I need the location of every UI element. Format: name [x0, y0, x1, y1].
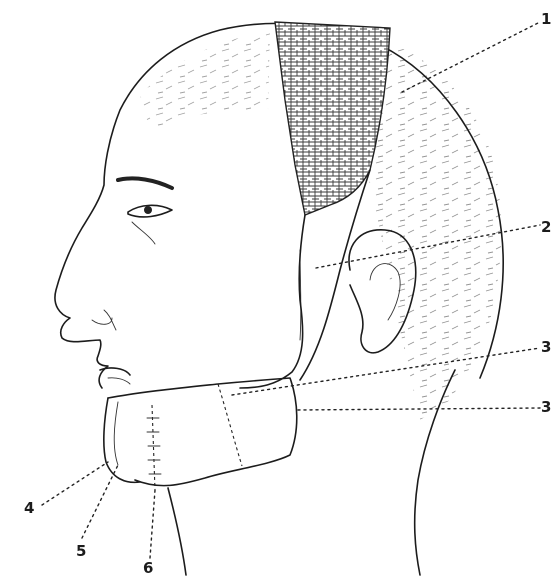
- leader-3b: [298, 408, 540, 410]
- callout-6: 6: [143, 559, 153, 577]
- callout-3a: 3: [541, 338, 551, 356]
- callout-4: 4: [24, 499, 34, 517]
- callout-3b: 3: [541, 398, 551, 416]
- chin-sling: [108, 378, 297, 486]
- side-bandage-band: [240, 215, 305, 388]
- chin-pad: [104, 398, 140, 482]
- leader-6: [150, 490, 155, 558]
- sling-seam: [218, 384, 242, 466]
- chin-pad-inner: [114, 402, 118, 465]
- callout-1: 1: [541, 10, 551, 28]
- leader-3a: [232, 348, 540, 395]
- neck-front: [168, 488, 186, 575]
- callout-2: 2: [541, 218, 551, 236]
- eyelid-crease: [132, 222, 155, 244]
- nostril: [92, 310, 116, 330]
- upper-lip: [100, 368, 130, 375]
- lip-line: [108, 378, 130, 384]
- leader-4: [42, 462, 108, 505]
- crown-hair: [140, 32, 270, 130]
- pupil: [144, 206, 152, 214]
- eyebrow: [118, 178, 172, 188]
- callout-5: 5: [76, 542, 86, 560]
